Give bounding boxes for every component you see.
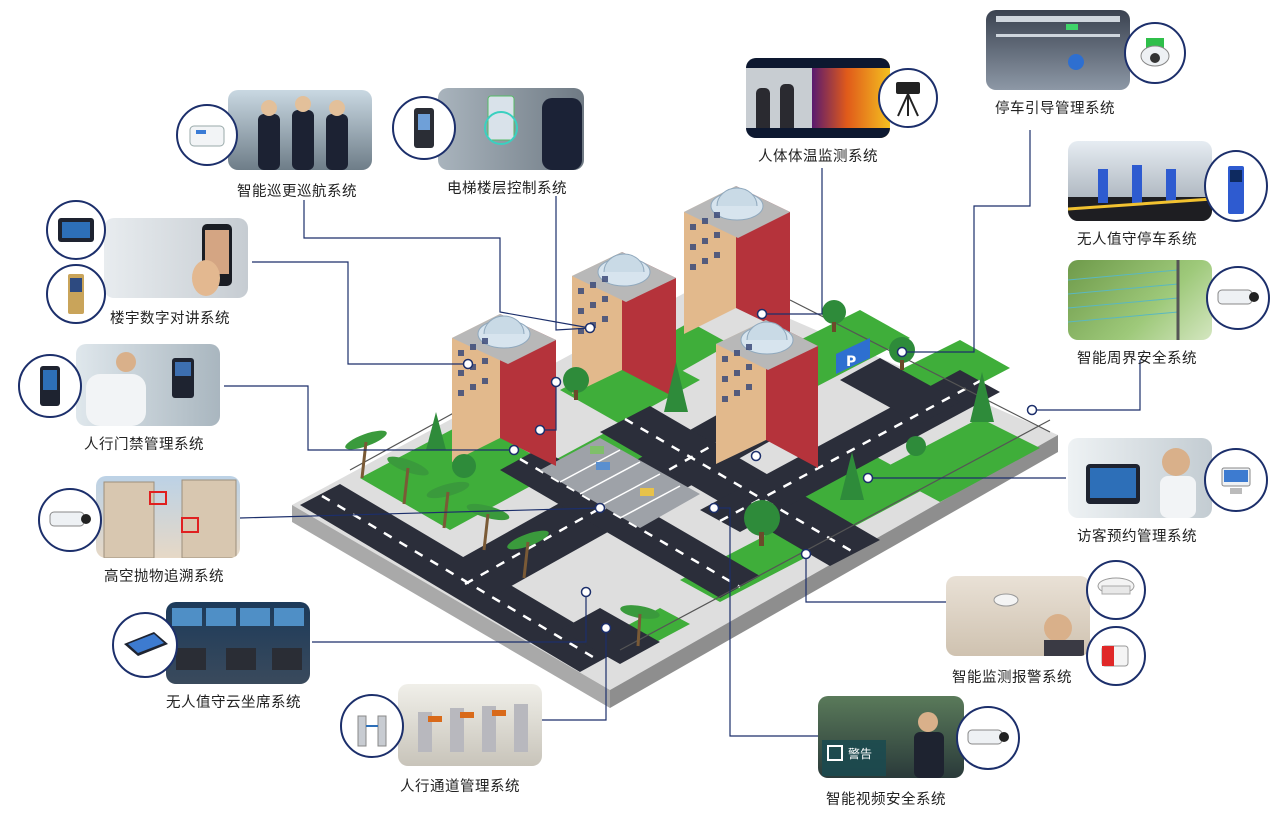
label-perimeter: 智能周界安全系统 [1077,351,1197,367]
alert-panel-text: 警告 [848,746,872,761]
high-throw-photo [96,476,240,558]
turnstile-icon [340,694,404,758]
label-passage: 人行通道管理系统 [400,779,520,795]
intercom-panel-icon [46,200,106,260]
road-markings [321,379,981,662]
cloud-seat-tablet-icon [112,612,178,678]
building-c [684,186,790,334]
label-video: 智能视频安全系统 [826,792,946,808]
parking-guide-sensor-icon [1124,22,1186,84]
smoke-detector-icon [1086,560,1146,620]
access-terminal-icon [18,354,82,418]
patrol-device-icon [176,104,238,166]
label-high-throw: 高空抛物追溯系统 [104,569,224,585]
label-cloud-seat: 无人值守云坐席系统 [166,695,301,711]
alarm-siren-icon [1086,626,1146,686]
label-elevator: 电梯楼层控制系统 [447,181,567,197]
label-patrol: 智能巡更巡航系统 [237,184,357,200]
intercom-photo [104,218,248,298]
label-intercom: 楼宇数字对讲系统 [110,311,230,327]
passage-photo [398,684,542,766]
parking-guide-photo [986,10,1130,90]
parking-sign-letter: P [846,354,856,370]
label-thermal: 人体体温监测系统 [758,149,878,165]
parking-gate-icon [1204,150,1268,222]
label-unattended-parking: 无人值守停车系统 [1077,232,1197,248]
alarm-photo [946,576,1090,656]
cloud-seat-photo [166,602,310,684]
perimeter-photo [1068,260,1212,340]
video-camera-icon [956,706,1020,770]
thermal-camera-icon [878,68,938,128]
label-access: 人行门禁管理系统 [84,437,204,453]
high-throw-camera-icon [38,488,102,552]
visitor-kiosk-icon [1204,448,1268,512]
building-d [716,320,818,468]
video-photo: 警告 [818,696,964,778]
visitor-photo [1068,438,1212,518]
patrol-photo [228,90,372,170]
elevator-photo [438,88,584,170]
intercom-door-station-icon [46,264,106,324]
label-visitor: 访客预约管理系统 [1077,529,1197,545]
connector-lines [224,130,1141,737]
perimeter-camera-icon [1206,266,1270,330]
parking-sign: P [836,338,870,374]
elevator-device-icon [392,96,456,160]
access-photo [76,344,220,426]
thermal-photo [746,58,890,138]
unattended-parking-photo [1068,141,1212,221]
label-alarm: 智能监测报警系统 [952,670,1072,686]
connector-nodes [462,308,1038,634]
label-parking-guide: 停车引导管理系统 [995,101,1115,117]
parking-lot [540,438,700,528]
building-b [572,252,676,398]
